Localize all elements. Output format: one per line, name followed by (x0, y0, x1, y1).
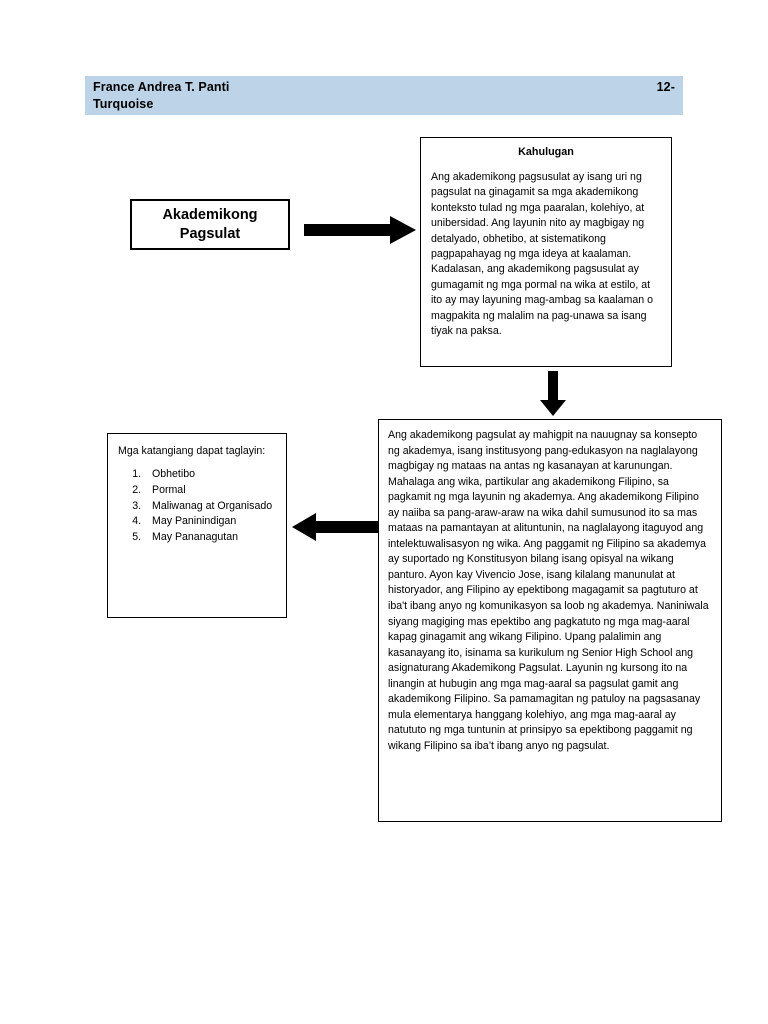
katangian-box: Mga katangiang dapat taglayin: Obhetibo … (107, 433, 287, 618)
header-row: France Andrea T. Panti 12- (93, 79, 675, 96)
list-item: Obhetibo (144, 467, 278, 483)
list-item: May Paninindigan (144, 514, 278, 530)
kahulugan-heading: Kahulugan (518, 146, 574, 158)
list-item: Pormal (144, 483, 278, 499)
katangian-list: Obhetibo Pormal Maliwanag at Organisado … (118, 467, 278, 545)
katangian-heading: Mga katangiang dapat taglayin: (118, 445, 266, 457)
document-header-band: France Andrea T. Panti 12- Turquoise (85, 76, 683, 115)
arrow-down-icon (538, 371, 568, 416)
kahulugan-box: Kahulugan Ang akademikong pagsusulat ay … (420, 137, 672, 367)
arrow-left-icon (292, 511, 382, 543)
kahulugan-body-text: Ang akademikong pagsusulat ay isang uri … (431, 171, 653, 338)
list-item: Maliwanag at Organisado (144, 499, 278, 515)
paragraph-box: Ang akademikong pagsulat ay mahigpit na … (378, 419, 722, 822)
header-section-prefix: 12- (656, 80, 675, 94)
paragraph-body-text: Ang akademikong pagsulat ay mahigpit na … (388, 429, 709, 752)
list-item: May Pananagutan (144, 530, 278, 546)
title-box-label: Akademikong Pagsulat (162, 206, 258, 242)
header-student-name: France Andrea T. Panti (93, 80, 230, 94)
arrow-right-icon (304, 214, 416, 246)
header-section-suffix: Turquoise (93, 97, 154, 111)
title-box: Akademikong Pagsulat (130, 199, 290, 250)
